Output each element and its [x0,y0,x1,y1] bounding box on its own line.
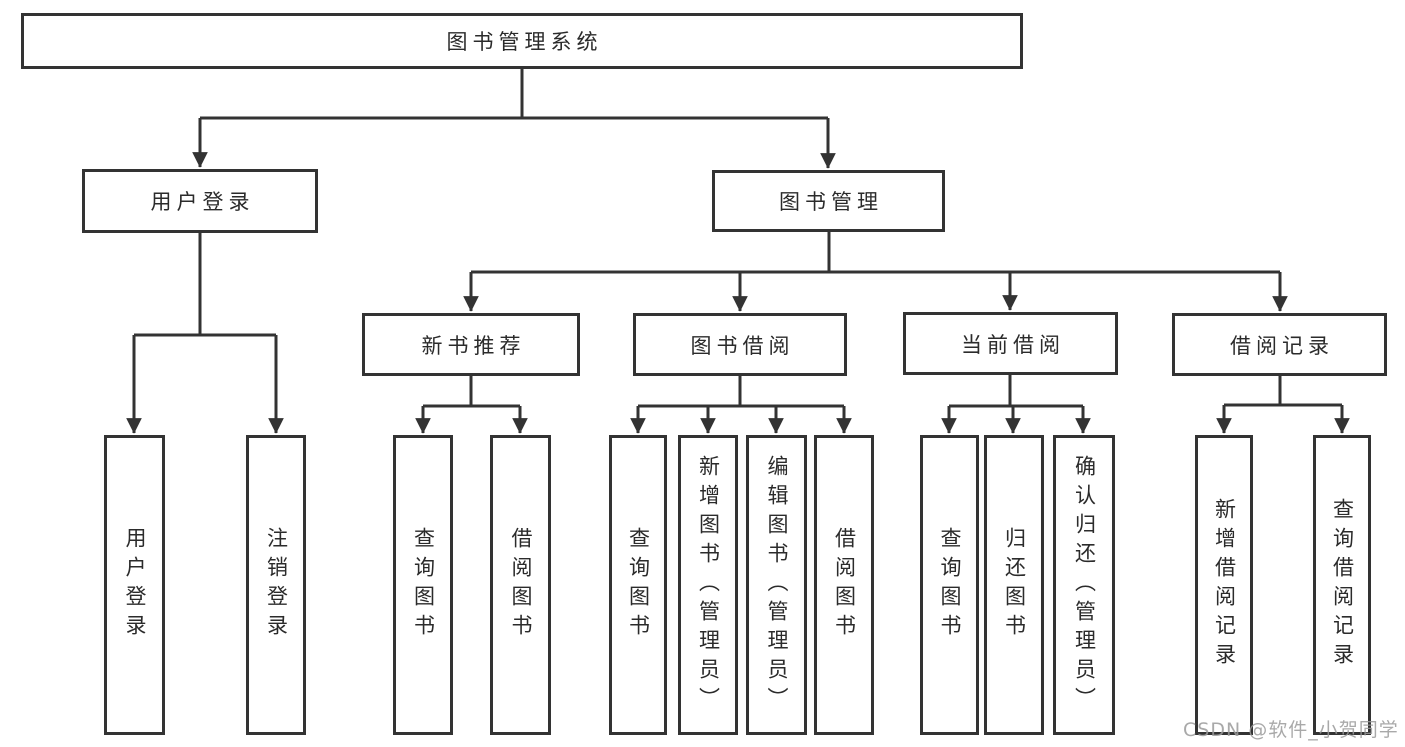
leaf-user-login: 用户登录 [104,435,165,735]
leaf-query-books-recommend: 查询图书 [393,435,453,735]
node-new-book-recommend: 新书推荐 [362,313,580,376]
leaf-logout: 注销登录 [246,435,306,735]
csdn-watermark: CSDN @软件_小贺同学 [1183,719,1399,741]
leaf-add-borrow-record: 新增借阅记录 [1195,435,1253,735]
leaf-query-books-current: 查询图书 [920,435,979,735]
leaf-edit-books-admin: 编辑图书（管理员） [746,435,807,735]
leaf-confirm-return-admin: 确认归还（管理员） [1053,435,1115,735]
node-user-login: 用户登录 [82,169,318,233]
connector-group [126,69,1350,434]
leaf-query-books-borrowing: 查询图书 [609,435,667,735]
leaf-borrow-books: 借阅图书 [814,435,874,735]
leaf-borrow-books-recommend: 借阅图书 [490,435,551,735]
node-book-borrowing: 图书借阅 [633,313,847,376]
node-root-system: 图书管理系统 [21,13,1023,69]
leaf-query-borrow-record: 查询借阅记录 [1313,435,1371,735]
leaf-add-books-admin: 新增图书（管理员） [678,435,738,735]
leaf-return-books: 归还图书 [984,435,1044,735]
node-book-management: 图书管理 [712,170,945,232]
node-current-borrowing: 当前借阅 [903,312,1118,375]
node-borrowing-records: 借阅记录 [1172,313,1387,376]
